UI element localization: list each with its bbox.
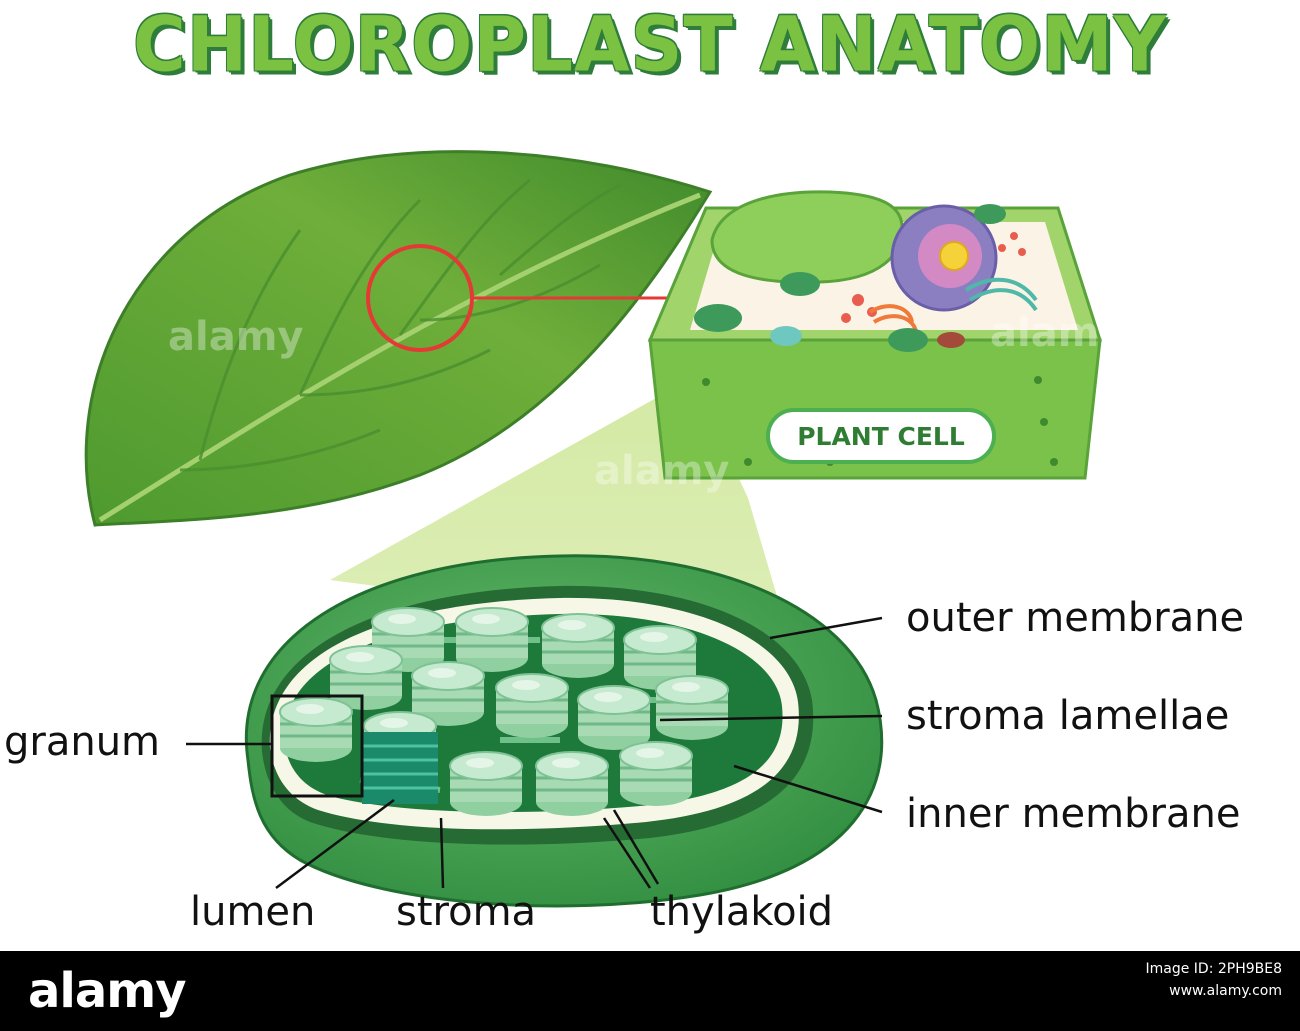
leaf-illustration — [84, 150, 713, 527]
label-stroma: stroma — [396, 889, 537, 935]
chloroplast-illustration — [244, 554, 884, 908]
label-lumen: lumen — [190, 889, 316, 935]
site-url: www.alamy.com — [1169, 983, 1282, 999]
label-thylakoid: thylakoid — [650, 889, 834, 935]
image-id: Image ID: 2PH9BE8 — [1145, 961, 1282, 977]
leader-lines — [186, 616, 883, 890]
brand-logo: alamy — [28, 963, 187, 1019]
lumen-section — [362, 732, 438, 804]
plant-cell-label: PLANT CELL — [766, 408, 996, 464]
page-title: CHLOROPLAST ANATOMY — [133, 0, 1167, 89]
footer-bar: alamy Image ID: 2PH9BE8 www.alamy.com — [0, 951, 1300, 1031]
label-stroma-lamellae: stroma lamellae — [906, 693, 1230, 739]
label-granum: granum — [4, 719, 161, 765]
granum-box — [270, 694, 364, 798]
label-outer-membrane: outer membrane — [906, 595, 1245, 641]
label-inner-membrane: inner membrane — [906, 791, 1241, 837]
